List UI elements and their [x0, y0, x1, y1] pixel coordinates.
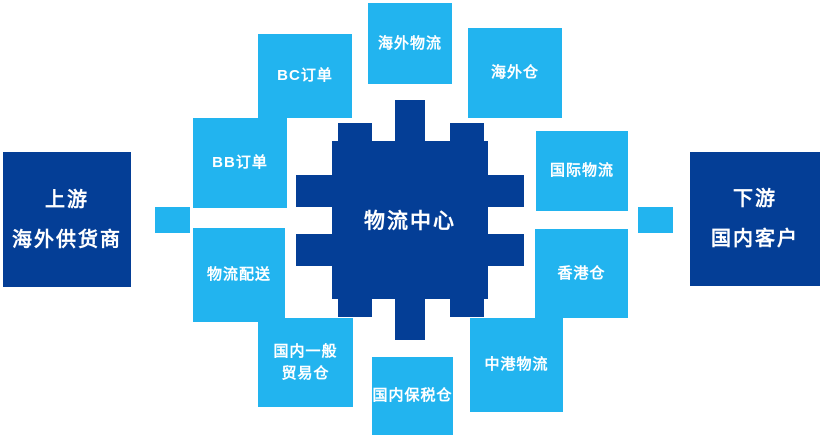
right-connector-square [638, 207, 673, 233]
node-overseas-logistics: 海外物流 [368, 3, 452, 84]
node-china-hongkong-logistics-label: 中港物流 [484, 356, 549, 373]
node-domestic-bonded-warehouse-label: 国内保税仓 [372, 387, 453, 404]
downstream-label-line1: 下游 [733, 188, 777, 210]
node-hongkong-warehouse: 香港仓 [535, 229, 628, 318]
node-bc-orders-label: BC订单 [277, 67, 333, 84]
gear-tooth-top-right [450, 123, 484, 143]
node-bc-orders: BC订单 [258, 34, 352, 118]
node-international-logistics: 国际物流 [536, 131, 628, 211]
node-domestic-general-trade-warehouse-line2: 贸易仓 [281, 364, 330, 382]
node-overseas-warehouse: 海外仓 [468, 28, 562, 118]
node-domestic-bonded-warehouse: 国内保税仓 [372, 357, 453, 435]
node-overseas-logistics-label: 海外物流 [377, 34, 442, 52]
upstream-label-line2: 海外供货商 [12, 228, 122, 251]
gear-tooth-left-lower [296, 234, 336, 266]
gear-tooth-left-upper [296, 175, 336, 207]
node-logistics-delivery: 物流配送 [193, 228, 285, 322]
downstream-label-line2: 国内客户 [711, 228, 799, 250]
node-domestic-general-trade-warehouse: 国内一般 贸易仓 [258, 318, 353, 407]
node-hongkong-warehouse-label: 香港仓 [557, 264, 606, 282]
gear-tooth-right-lower [484, 234, 524, 266]
gear-body: 物流中心 [332, 141, 488, 299]
gear-tooth-bottom-middle [395, 295, 425, 340]
node-china-hongkong-logistics: 中港物流 [470, 318, 563, 412]
node-bb-orders: BB订单 [193, 118, 287, 208]
gear-tooth-bottom-right [450, 297, 484, 317]
node-international-logistics-label: 国际物流 [549, 162, 614, 179]
downstream-customers-node: 下游 国内客户 [690, 152, 820, 286]
node-overseas-warehouse-label: 海外仓 [490, 64, 539, 81]
gear-tooth-top-middle [395, 100, 425, 145]
left-connector-square [155, 207, 190, 233]
node-logistics-delivery-label: 物流配送 [206, 266, 271, 283]
upstream-label-line1: 上游 [45, 188, 89, 211]
node-bb-orders-label: BB订单 [212, 154, 268, 171]
logistics-center-label: 物流中心 [364, 210, 456, 233]
gear-tooth-right-upper [484, 175, 524, 207]
gear-tooth-top-left [338, 123, 372, 143]
node-domestic-general-trade-warehouse-line1: 国内一般 [273, 342, 338, 360]
upstream-suppliers-node: 上游 海外供货商 [3, 152, 131, 287]
gear-tooth-bottom-left [338, 297, 372, 317]
